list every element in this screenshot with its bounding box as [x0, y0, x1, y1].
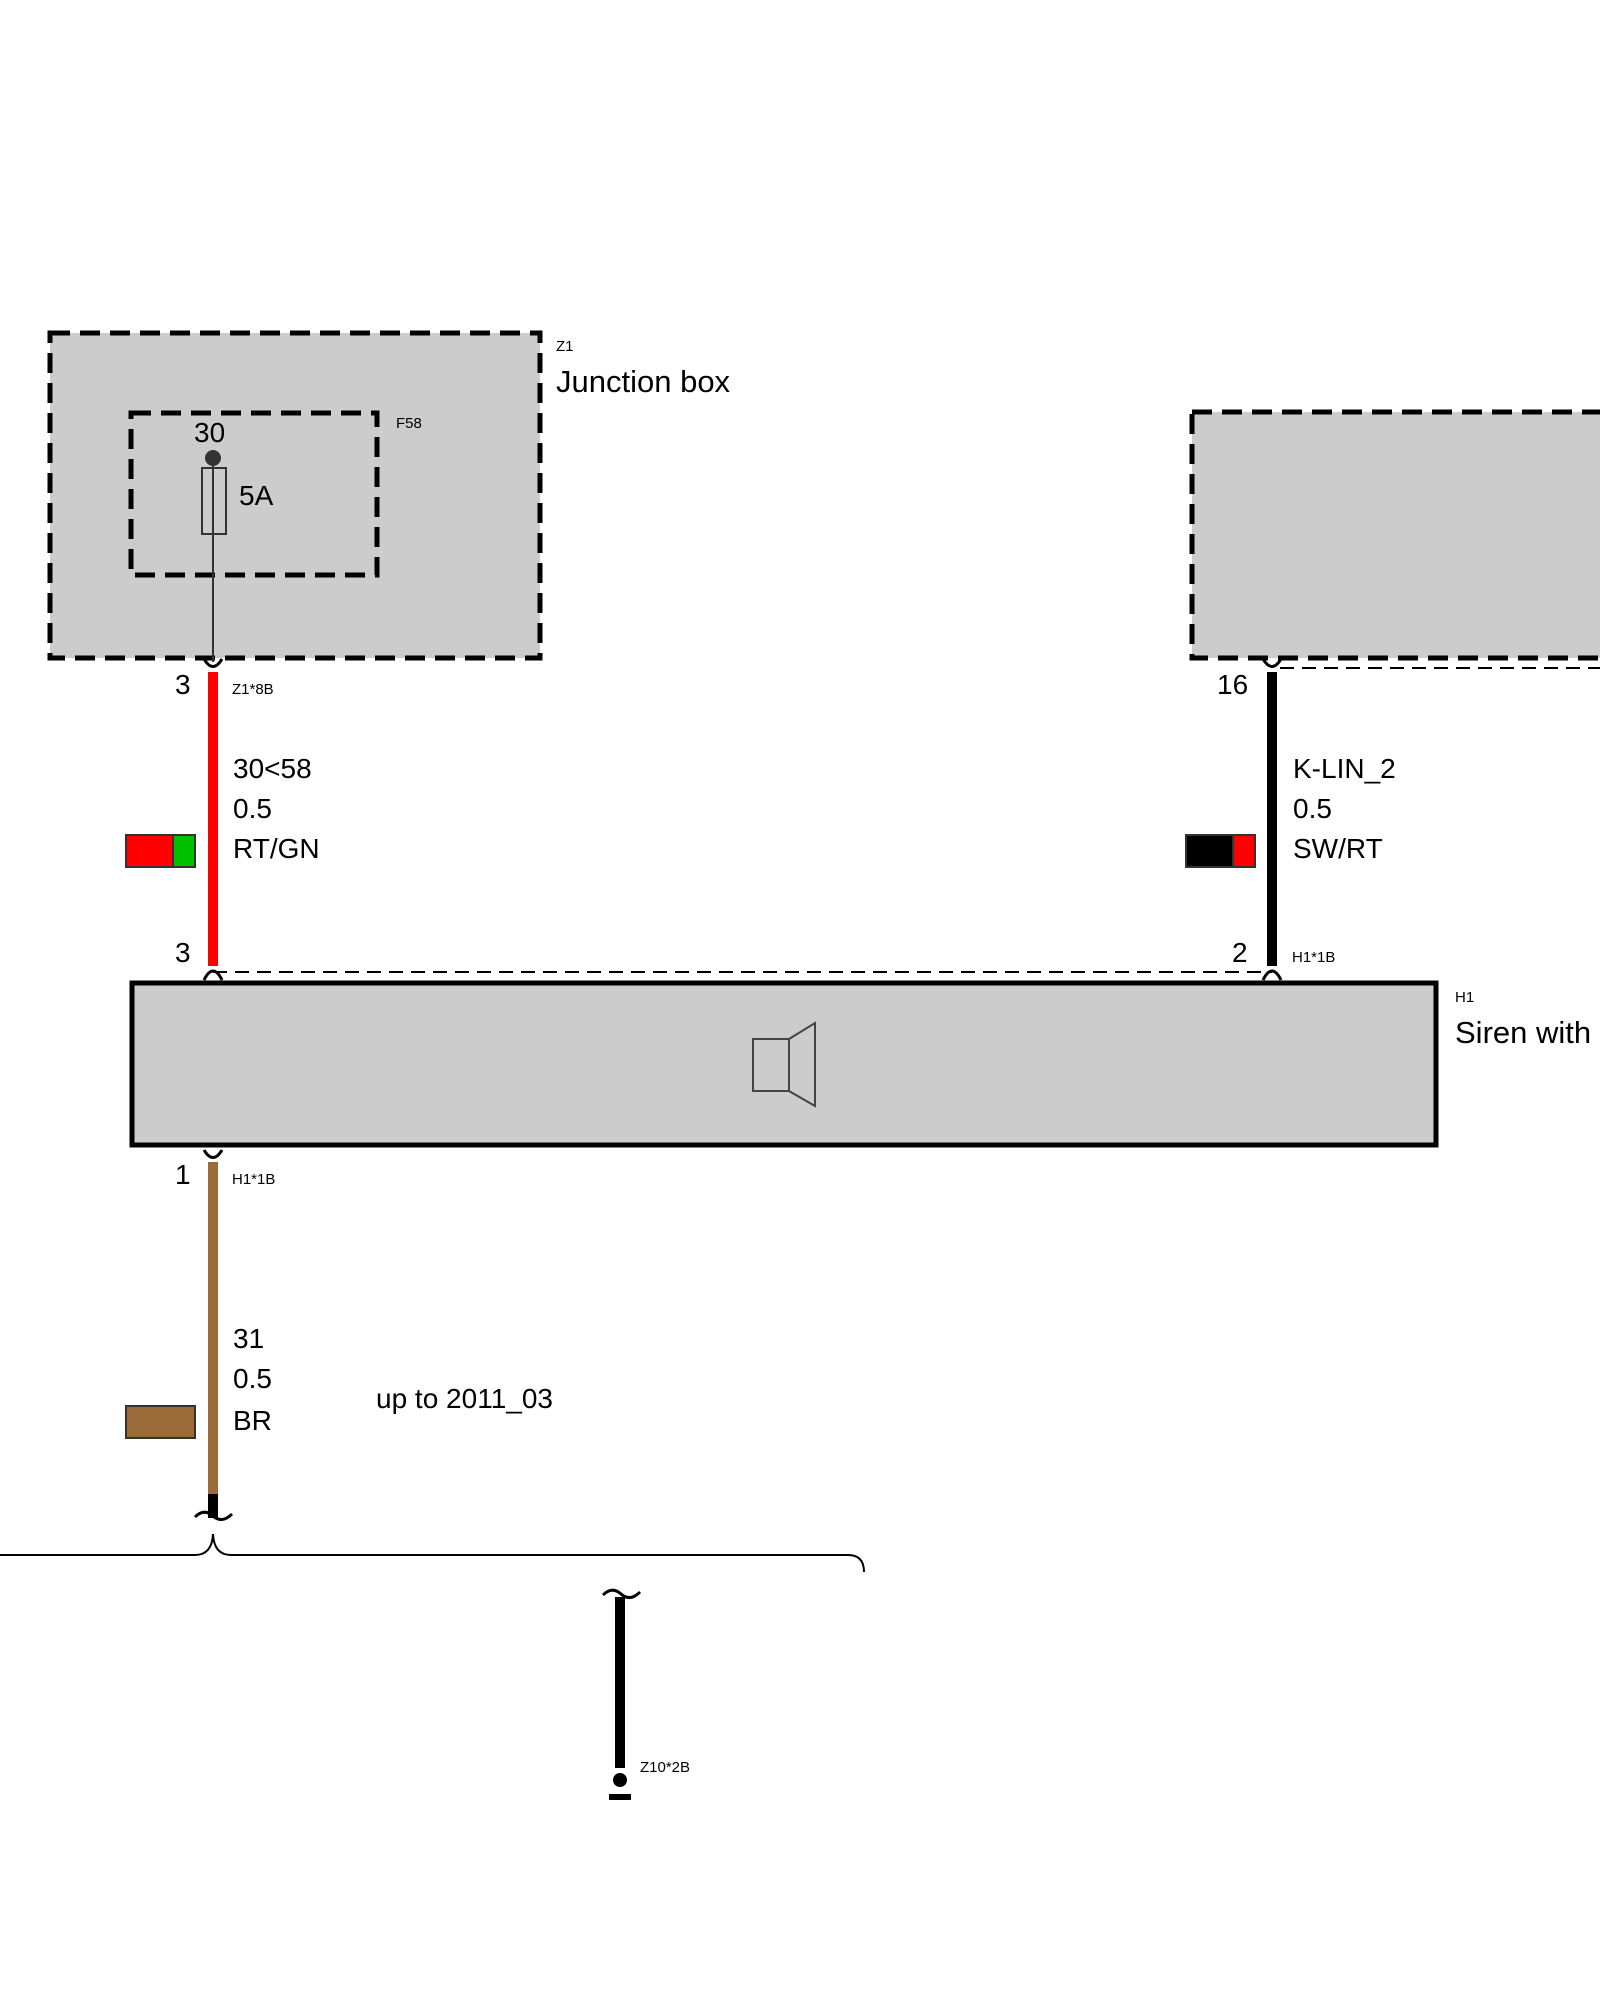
junction-box-frame — [47, 330, 543, 661]
wire-power-circuit: 30<58 — [233, 753, 312, 784]
siren-id: H1 — [1455, 989, 1474, 1006]
junction-box-id: Z1 — [556, 338, 574, 355]
ground-point-dot — [613, 1773, 627, 1787]
right-module-pin: 16 — [1217, 669, 1248, 700]
wire-break-bottom-icon — [601, 1588, 642, 1599]
junction-box-pin: 3 — [175, 669, 191, 700]
wire-break-top-icon — [193, 1510, 234, 1521]
wire-ground-note: up to 2011_03 — [376, 1383, 553, 1414]
wire-ground-gauge: 0.5 — [233, 1363, 272, 1394]
siren-connector-top: H1*1B — [1292, 949, 1335, 966]
siren-pin-lin: 2 — [1232, 937, 1248, 968]
ground-point-bar — [609, 1794, 631, 1800]
wire-lin-circuit: K-LIN_2 — [1293, 753, 1396, 784]
wire-ground-color-code: BR — [233, 1405, 272, 1436]
right-module[interactable]: 16 — [1189, 409, 1600, 700]
ground-point-connector: Z10*2B — [640, 1759, 690, 1776]
wire-ground[interactable]: 31 0.5 BR up to 2011_03 — [125, 1162, 553, 1518]
wire-ground-circuit: 31 — [233, 1323, 264, 1354]
junction-box-connector: Z1*8B — [232, 681, 274, 698]
connector-siren-pin1-icon — [202, 1149, 224, 1159]
wire-lin-color-code: SW/RT — [1293, 833, 1383, 864]
connector-siren-pin2-icon — [1261, 969, 1283, 981]
connector-siren-pin3-icon — [202, 969, 224, 981]
siren-name: Siren with — [1455, 1015, 1591, 1050]
wire-power[interactable]: 30<58 0.5 RT/GN — [125, 672, 320, 966]
junction-box-name: Junction box — [556, 364, 731, 399]
right-module-frame — [1189, 409, 1600, 661]
fuse-id: F58 — [396, 415, 422, 432]
siren-body — [129, 980, 1439, 1148]
fuse-rating: 5A — [239, 480, 274, 511]
junction-box[interactable]: Z1 Junction box — [47, 330, 731, 661]
connector-z1-pin3-icon — [202, 658, 224, 668]
variant-brace — [0, 1533, 865, 1573]
siren-pin-power: 3 — [175, 937, 191, 968]
siren-connector-bottom: H1*1B — [232, 1171, 275, 1188]
wire-lin-gauge: 0.5 — [1293, 793, 1332, 824]
siren-pin-ground: 1 — [175, 1159, 191, 1190]
ground-lead[interactable]: Z10*2B — [601, 1588, 690, 1800]
fuse-box-frame — [128, 410, 380, 578]
wire-power-gauge: 0.5 — [233, 793, 272, 824]
wire-power-color-swatch — [125, 834, 196, 868]
connector-right-pin16-icon — [1261, 658, 1283, 668]
speaker-icon — [752, 1021, 816, 1108]
fuse-terminal: 30 — [194, 417, 225, 448]
wire-lin[interactable]: K-LIN_2 0.5 SW/RT — [1185, 672, 1396, 966]
wire-power-color-code: RT/GN — [233, 833, 320, 864]
wire-ground-color-swatch — [125, 1405, 196, 1439]
siren[interactable]: 3 2 H1*1B H1 Siren with 1 H1*1B — [129, 937, 1591, 1190]
wire-lin-color-swatch — [1185, 834, 1256, 868]
fuse-f58[interactable]: F58 30 5A — [128, 410, 422, 662]
